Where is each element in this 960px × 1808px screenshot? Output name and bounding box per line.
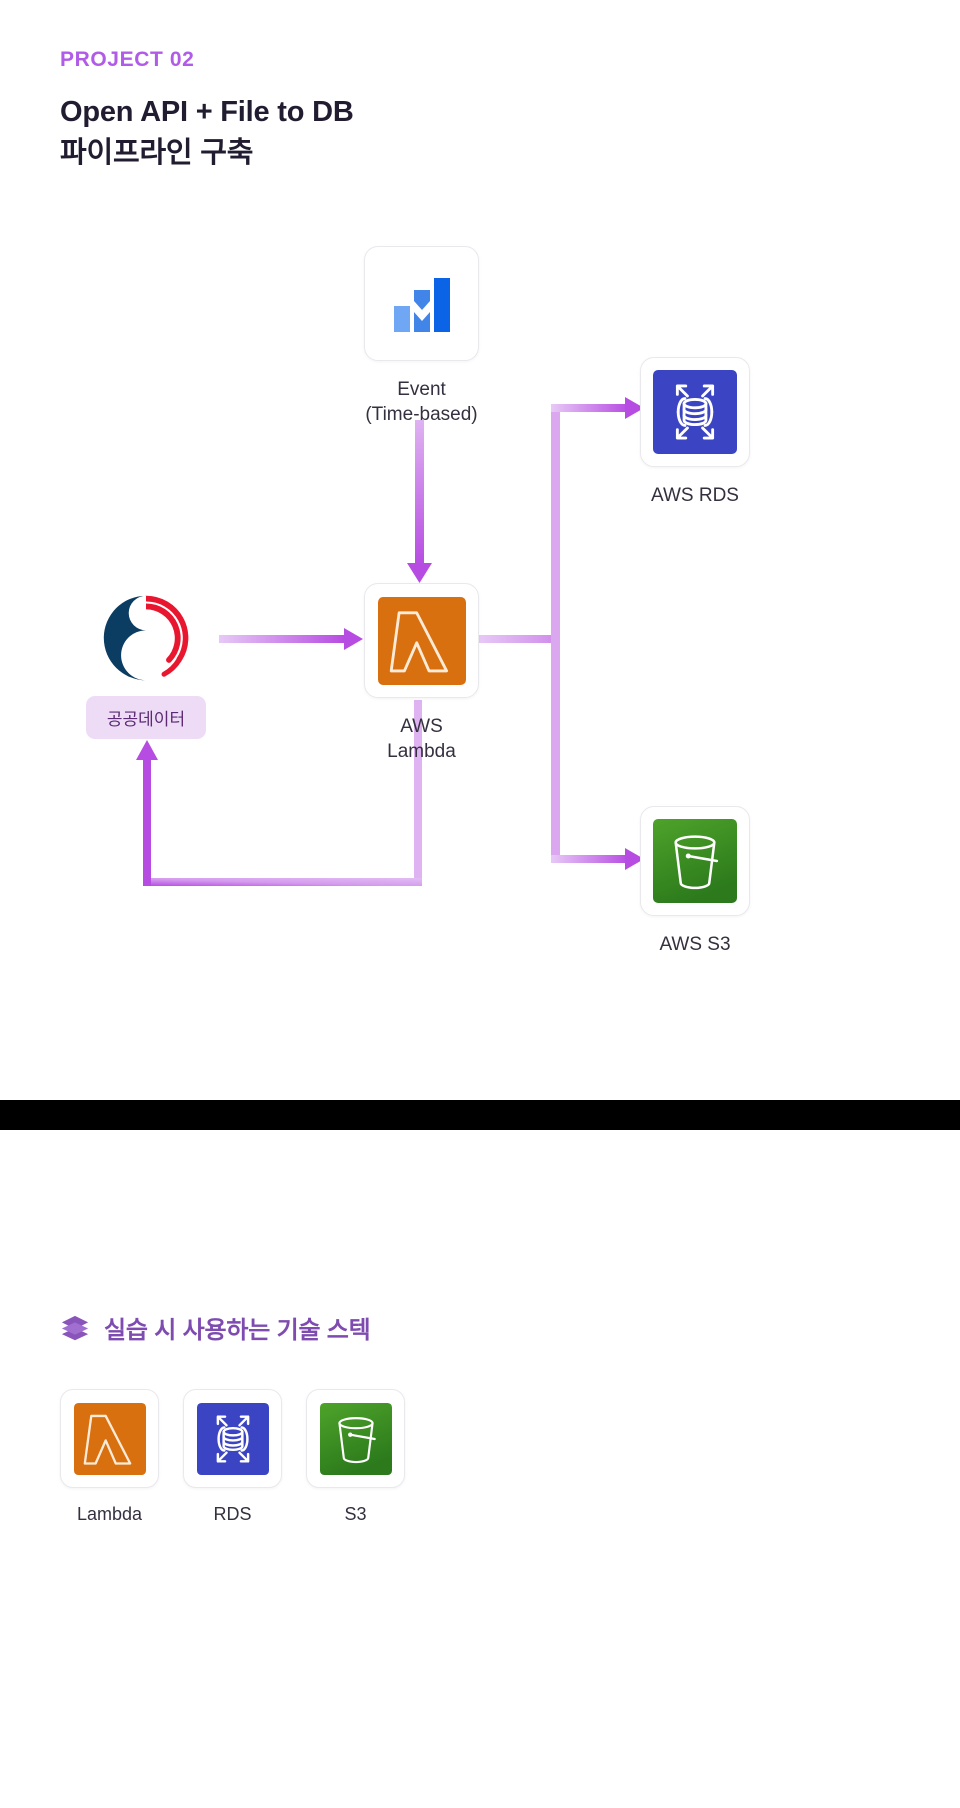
tech-stack-item-s3[interactable]: S3 bbox=[306, 1389, 405, 1525]
tech-stack-rds-tile bbox=[183, 1389, 282, 1488]
node-lambda-tile bbox=[364, 583, 479, 698]
connector-lambda-to-bus bbox=[479, 635, 559, 643]
connector-bus-to-s3 bbox=[551, 848, 644, 870]
tech-stack-heading-text: 실습 시 사용하는 기술 스텍 bbox=[104, 1317, 371, 1344]
aws-s3-icon bbox=[653, 819, 737, 903]
connector-bus-to-rds bbox=[551, 397, 644, 419]
layers-icon bbox=[61, 1315, 89, 1340]
tech-stack-lambda-label: Lambda bbox=[76, 1504, 143, 1524]
aws-rds-icon bbox=[196, 1402, 269, 1475]
tech-stack-item-lambda[interactable]: Lambda bbox=[60, 1389, 159, 1525]
node-event[interactable]: Event (Time-based) bbox=[364, 246, 479, 428]
node-lambda[interactable]: AWS Lambda bbox=[364, 583, 479, 765]
tech-stack-section: 실습 시 사용하는 기술 스텍 Lambda bbox=[60, 1310, 405, 1525]
tech-stack-lambda-tile bbox=[60, 1389, 159, 1488]
tech-stack-s3-label: S3 bbox=[344, 1504, 367, 1524]
node-rds-label: AWS RDS bbox=[651, 485, 739, 506]
node-event-tile bbox=[364, 246, 479, 361]
source-logo-wrap bbox=[86, 588, 206, 688]
tech-stack-item-rds[interactable]: RDS bbox=[183, 1389, 282, 1525]
tech-stack-items: Lambda bbox=[60, 1389, 405, 1525]
tech-stack-s3-tile bbox=[306, 1389, 405, 1488]
connector-source-to-lambda bbox=[219, 628, 363, 650]
node-rds-tile bbox=[640, 357, 750, 467]
bar-chart-icon bbox=[393, 277, 450, 332]
connector-event-to-lambda bbox=[407, 420, 432, 583]
architecture-diagram: Event (Time-based) AWS Lambda bbox=[86, 246, 750, 957]
project-eyebrow: PROJECT 02 bbox=[60, 48, 195, 71]
page-title-line2: 파이프라인 구축 bbox=[60, 137, 254, 170]
connector-lambda-loopback bbox=[136, 700, 422, 886]
node-s3-tile bbox=[640, 806, 750, 916]
flow-connectors bbox=[136, 397, 644, 886]
node-public-data-source[interactable]: 공공데이터 bbox=[86, 588, 206, 739]
section-divider bbox=[0, 1100, 960, 1130]
korea-government-logo-icon bbox=[103, 595, 189, 681]
connector-vertical-bus bbox=[551, 408, 560, 863]
aws-s3-icon bbox=[319, 1402, 392, 1475]
node-lambda-label: AWS Lambda bbox=[387, 716, 456, 763]
tech-stack-rds-label: RDS bbox=[213, 1504, 252, 1524]
node-rds[interactable]: AWS RDS bbox=[640, 357, 750, 508]
page-title-line1: Open API + File to DB bbox=[60, 96, 354, 128]
node-s3-label: AWS S3 bbox=[659, 934, 731, 955]
aws-lambda-icon bbox=[377, 596, 466, 685]
node-s3[interactable]: AWS S3 bbox=[640, 806, 750, 957]
node-event-label: Event (Time-based) bbox=[365, 379, 478, 426]
header: PROJECT 02 Open API + File to DB 파이프라인 구… bbox=[60, 48, 354, 174]
page-title: Open API + File to DB 파이프라인 구축 bbox=[60, 92, 354, 174]
tech-stack-heading: 실습 시 사용하는 기술 스텍 bbox=[60, 1310, 405, 1345]
aws-lambda-icon bbox=[73, 1402, 146, 1475]
source-badge: 공공데이터 bbox=[86, 696, 206, 739]
aws-rds-icon bbox=[653, 370, 737, 454]
